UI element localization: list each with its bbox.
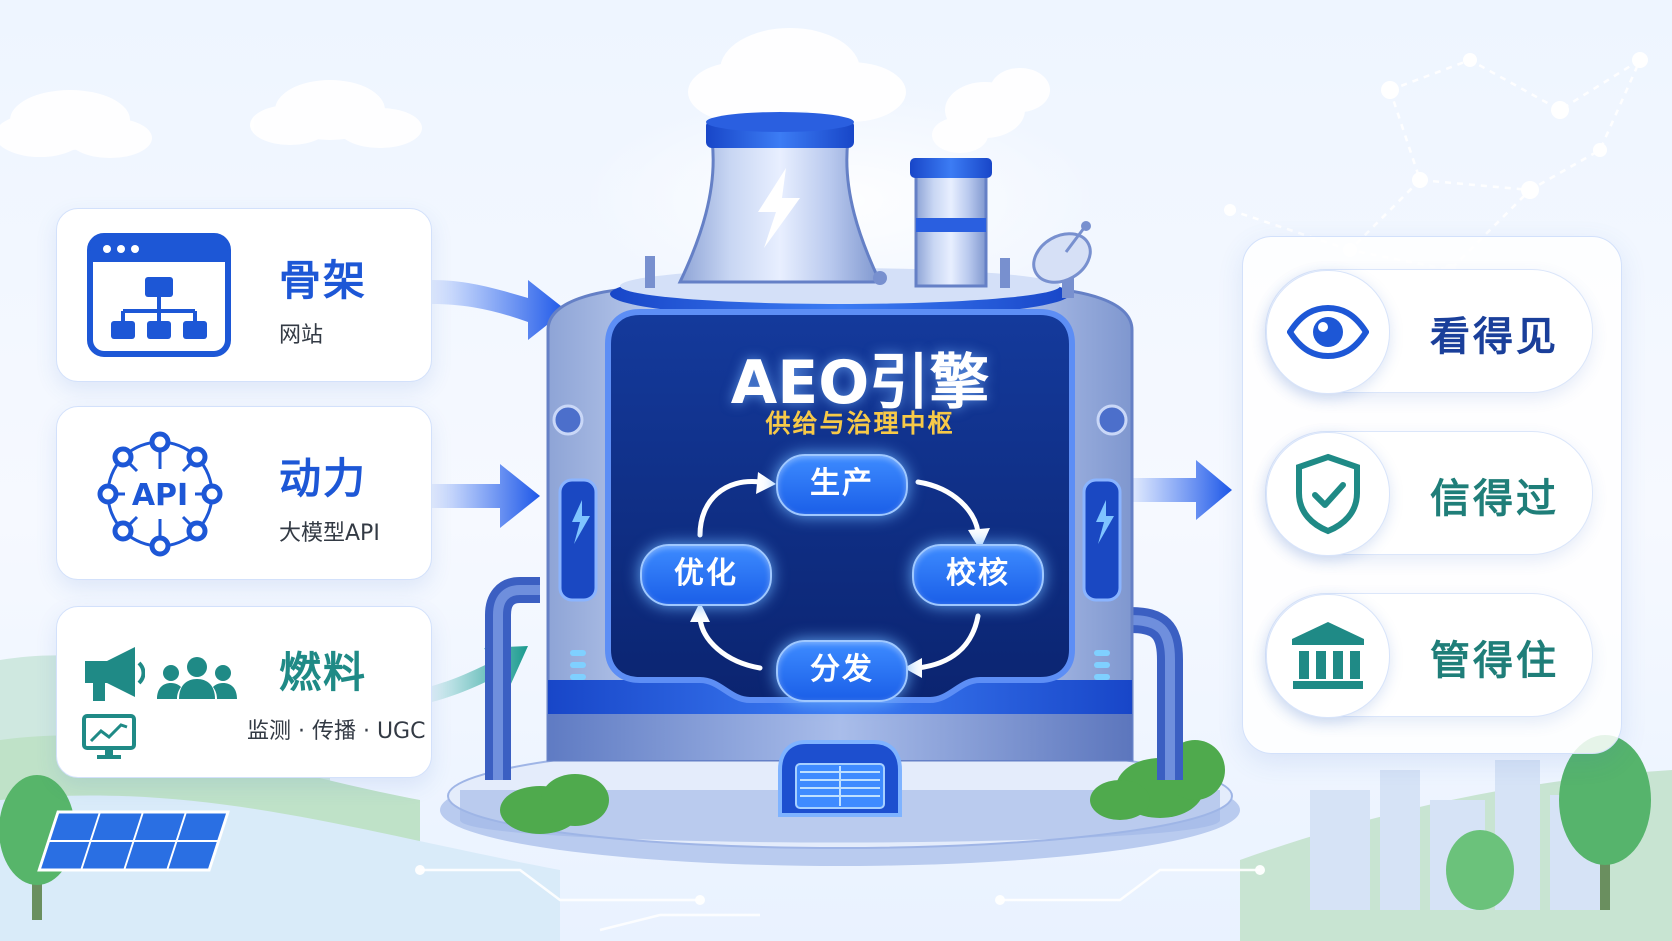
outcome-label-trustworthy: 信得过 — [1430, 476, 1559, 522]
cycle-node-distribute: 分发 — [776, 640, 908, 702]
api-network-icon: API — [97, 431, 223, 557]
cloud-icon — [0, 90, 152, 158]
network-nodes — [1224, 52, 1648, 276]
bush-icon — [500, 740, 1225, 834]
input-card-skeleton: 骨架 网站 — [56, 208, 432, 382]
tree-icon — [1559, 735, 1651, 910]
cycle-node-verify: 校核 — [912, 544, 1044, 606]
shield-check-icon — [1296, 453, 1360, 535]
circuit-lines — [420, 868, 1260, 932]
monitor-chart-icon — [82, 714, 136, 759]
cycle-node-produce: 生产 — [776, 454, 908, 516]
card-subtitle-skeleton: 网站 — [279, 323, 324, 348]
tree-icon — [1446, 830, 1514, 910]
engine-subtitle: 供给与治理中枢 — [765, 409, 955, 438]
outcome-trustworthy: 信得过 — [1265, 431, 1593, 556]
outcome-label-visible: 看得见 — [1430, 314, 1559, 360]
outcomes-panel: 看得见 信得过 管得住 — [1242, 236, 1622, 754]
arrow-right-icon — [1130, 460, 1232, 520]
cycle-node-optimize: 优化 — [640, 544, 772, 606]
input-card-power: API 动力 大模型API — [56, 406, 432, 580]
outcome-visible: 看得见 — [1265, 269, 1593, 394]
satellite-dish-icon — [1032, 221, 1092, 298]
megaphone-icon — [85, 647, 145, 701]
arrow-right-icon — [432, 280, 566, 340]
card-subtitle-fuel: 监测 · 传播 · UGC — [247, 719, 426, 744]
card-title-power: 动力 — [279, 454, 368, 503]
svg-text:API: API — [132, 478, 188, 513]
eye-icon — [1287, 305, 1369, 359]
institution-icon — [1292, 622, 1364, 689]
engine-title: AEO引擎 — [730, 348, 990, 418]
card-title-fuel: 燃料 — [279, 648, 368, 697]
city-silhouette — [1310, 760, 1600, 910]
arrow-right-icon — [432, 464, 540, 528]
users-icon — [157, 657, 237, 699]
website-sitemap-icon — [87, 233, 231, 357]
outcome-label-governable: 管得住 — [1430, 638, 1559, 684]
card-subtitle-power: 大模型API — [279, 521, 380, 546]
input-card-fuel: 燃料 监测 · 传播 · UGC — [56, 606, 432, 778]
cloud-icon — [250, 80, 422, 148]
card-title-skeleton: 骨架 — [279, 256, 368, 305]
outcome-governable: 管得住 — [1265, 593, 1593, 718]
solar-panel-icon — [37, 810, 230, 872]
